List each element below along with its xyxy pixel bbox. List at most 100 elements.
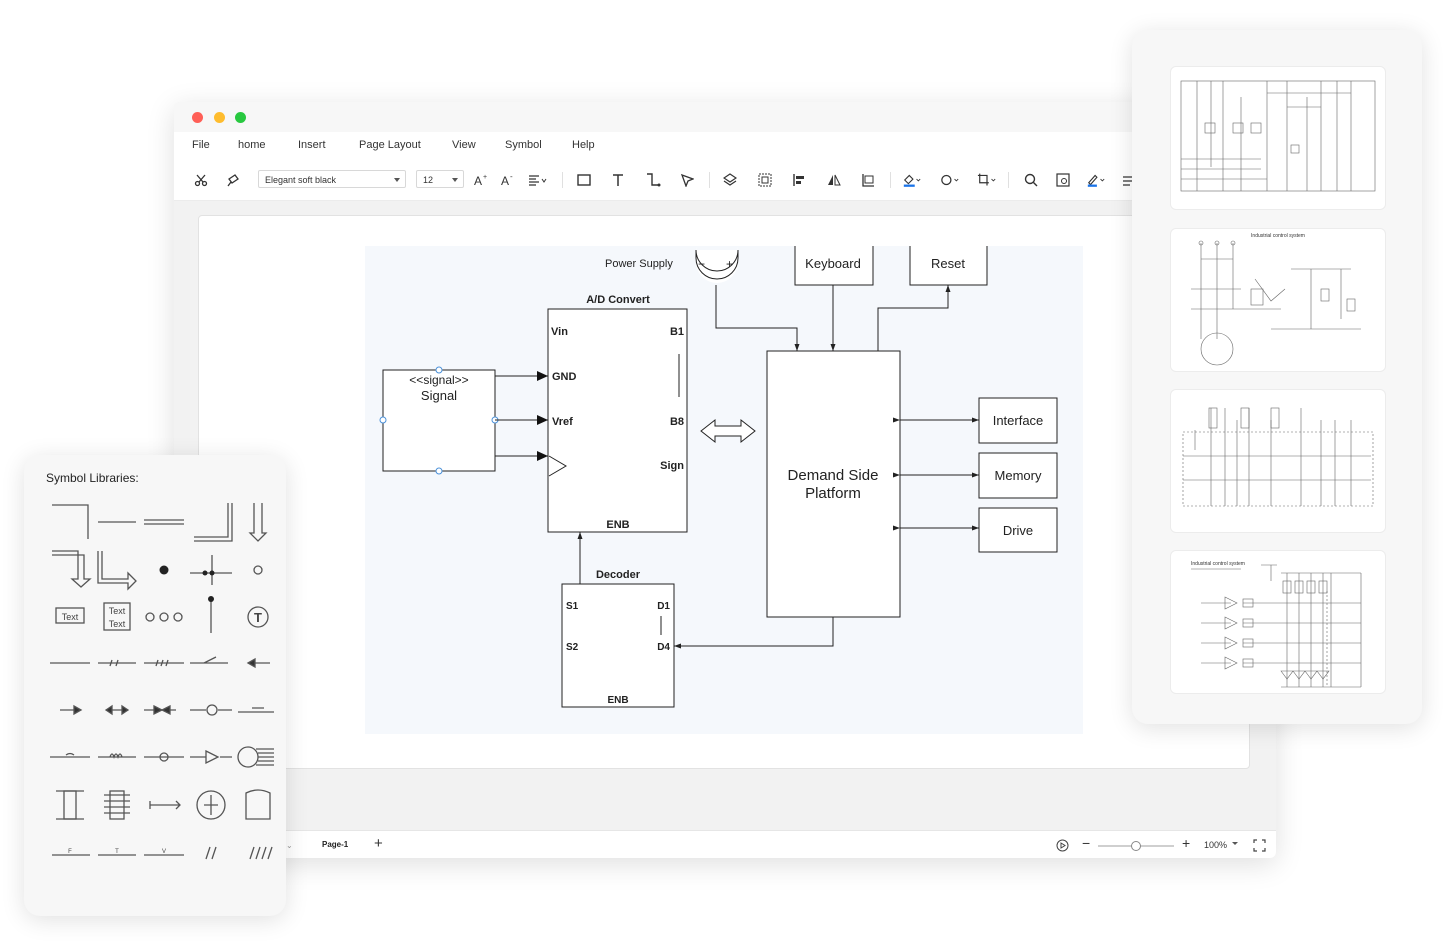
wire-cross-symbol[interactable] [149, 800, 181, 810]
buffer-symbol[interactable] [190, 749, 232, 765]
open-terminal-symbol[interactable] [253, 565, 263, 575]
wire-splice-symbol[interactable] [50, 752, 90, 758]
align-icon[interactable] [528, 170, 548, 190]
ground-wire-symbol[interactable] [238, 707, 274, 713]
format-painter-icon[interactable] [223, 170, 243, 190]
drive-block[interactable] [978, 507, 1058, 553]
double-corner-right-arrow-symbol[interactable] [97, 551, 137, 591]
wire-meter-symbol[interactable] [144, 752, 184, 762]
fullscreen-icon[interactable] [1253, 839, 1266, 852]
pen-icon[interactable] [1086, 170, 1106, 190]
zoom-slider-handle[interactable] [1131, 841, 1141, 851]
font-increase-icon[interactable]: A+ [471, 170, 491, 190]
maximize-window-button[interactable] [235, 112, 246, 123]
left-arrow-symbol[interactable] [246, 657, 270, 669]
wire-corner-symbol[interactable] [52, 504, 89, 539]
zoom-slider[interactable] [1098, 841, 1174, 851]
preview-icon[interactable] [1053, 170, 1073, 190]
play-icon[interactable] [1056, 839, 1069, 852]
keyboard-block[interactable] [794, 246, 874, 286]
power-supply-symbol[interactable] [695, 249, 739, 272]
layers-icon[interactable] [720, 170, 740, 190]
menu-page-layout[interactable]: Page Layout [359, 139, 421, 151]
zoom-level[interactable]: 100% [1204, 840, 1228, 850]
double-arrow-symbol[interactable] [104, 704, 130, 716]
fill-icon[interactable] [902, 170, 922, 190]
double-text-box-symbol[interactable] [103, 602, 131, 631]
menu-insert[interactable]: Insert [298, 139, 326, 151]
wire-two-symbol[interactable] [98, 659, 136, 667]
pointer-icon[interactable] [677, 170, 697, 190]
menu-file[interactable]: File [192, 139, 210, 151]
double-wire-symbol[interactable] [144, 519, 184, 525]
double-down-arrow-symbol[interactable] [248, 503, 268, 542]
menu-symbol[interactable]: Symbol [505, 139, 542, 151]
antenna-lamp-symbol[interactable] [237, 746, 274, 768]
pin-vin: Vin [551, 326, 568, 338]
bowtie-symbol[interactable] [144, 704, 176, 716]
wire-coil-symbol[interactable] [98, 753, 136, 760]
zoom-in-button[interactable]: + [1182, 835, 1191, 851]
template-thumbnail-4[interactable]: Industrial control system [1170, 550, 1386, 694]
ad-convert-block[interactable] [547, 308, 688, 533]
template-4-title: Industrial control system [1191, 561, 1245, 567]
connector-reset[interactable] [877, 285, 951, 351]
connector-power[interactable] [715, 285, 800, 351]
ad-convert-title: A/D Convert [586, 294, 650, 306]
scissors-icon[interactable] [191, 170, 211, 190]
connector-icon[interactable] [643, 170, 663, 190]
add-page-button[interactable]: + [374, 835, 383, 852]
connector-plug-symbol[interactable] [56, 790, 84, 820]
group-icon[interactable] [755, 170, 775, 190]
shape-icon[interactable] [940, 170, 960, 190]
more-icon[interactable] [1118, 170, 1138, 190]
text-icon[interactable] [608, 170, 628, 190]
minimize-window-button[interactable] [214, 112, 225, 123]
double-corner-symbol[interactable] [194, 503, 233, 542]
right-arrow-symbol[interactable] [60, 704, 83, 716]
crop-icon[interactable] [977, 170, 997, 190]
page-tab[interactable]: Page-1 [322, 840, 349, 849]
switch-circle-symbol[interactable] [196, 790, 226, 820]
page-dropdown-icon[interactable]: ⌄ [286, 841, 293, 850]
connector-decoder-d4[interactable] [674, 617, 834, 649]
zoom-dropdown-icon[interactable] [1232, 842, 1238, 845]
bidirectional-arrow[interactable] [700, 418, 756, 444]
text-circle-symbol[interactable] [247, 606, 269, 628]
selection-handle[interactable] [435, 467, 443, 475]
filled-dot-symbol[interactable] [159, 565, 169, 575]
menu-home[interactable]: home [238, 139, 266, 151]
template-thumbnail-2[interactable]: Industrial control system [1170, 228, 1386, 372]
three-terminals-symbol[interactable] [145, 612, 183, 622]
template-thumbnail-1[interactable] [1170, 66, 1386, 210]
template-thumbnail-3[interactable] [1170, 389, 1386, 533]
font-decrease-icon[interactable]: A- [498, 170, 518, 190]
font-family-select[interactable]: Elegant soft black [258, 170, 406, 188]
terminal-block-symbol[interactable] [104, 790, 130, 820]
rectangle-icon[interactable] [574, 170, 594, 190]
menu-help[interactable]: Help [572, 139, 595, 151]
frame-icon[interactable] [858, 170, 878, 190]
slash-symbol[interactable] [205, 846, 217, 860]
selection-handle[interactable] [435, 366, 443, 374]
search-icon[interactable] [1021, 170, 1041, 190]
contact-symbol[interactable] [190, 704, 232, 716]
align-left-icon[interactable] [789, 170, 809, 190]
memory-block[interactable] [978, 452, 1058, 499]
text-box-symbol[interactable] [55, 607, 85, 624]
signal-stereotype: <<signal>> [409, 373, 468, 387]
wire-junction-symbol[interactable] [190, 555, 232, 585]
double-corner-arrow-symbol[interactable] [52, 550, 92, 588]
enclosure-symbol[interactable] [245, 789, 271, 820]
decoder-block[interactable] [561, 583, 675, 708]
font-size-select[interactable]: 12 [416, 170, 464, 188]
demand-side-platform-block[interactable] [766, 350, 901, 618]
wire-three-symbol[interactable] [144, 659, 184, 667]
multi-slash-symbol[interactable] [249, 846, 273, 860]
flip-icon[interactable] [824, 170, 844, 190]
wire-switch-symbol[interactable] [190, 656, 228, 664]
selection-handle[interactable] [379, 416, 387, 424]
menu-view[interactable]: View [452, 139, 476, 151]
close-window-button[interactable] [192, 112, 203, 123]
zoom-out-button[interactable]: − [1082, 835, 1091, 851]
